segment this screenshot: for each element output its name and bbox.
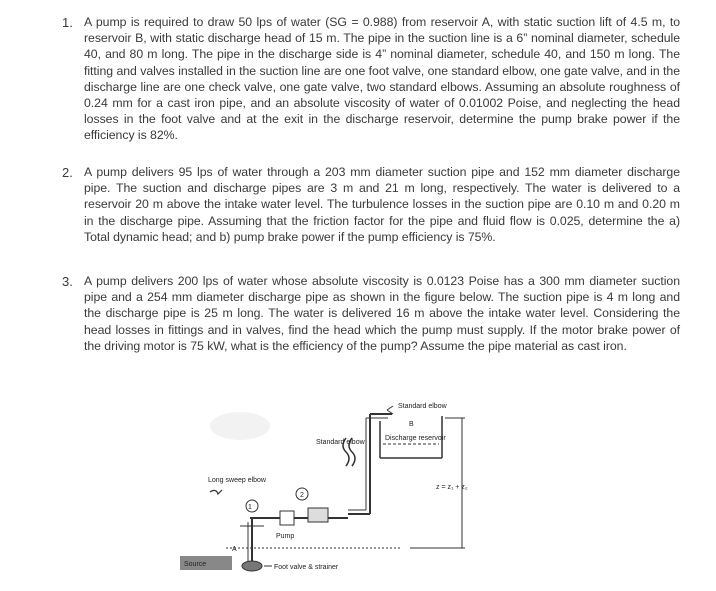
label-elevation: z = z₁ + z₂: [436, 484, 468, 491]
problem-number: 1.: [62, 15, 73, 30]
pump-system-figure: Standard elbow B Discharge reservoir Sta…: [180, 396, 520, 586]
arrow-icon: [209, 489, 223, 496]
label-source: Source: [184, 561, 206, 568]
problem-text: A pump delivers 200 lps of water whose a…: [84, 274, 680, 353]
pipe-break-icon: [348, 437, 356, 467]
label-foot-valve: Foot valve & strainer: [274, 564, 339, 571]
pipe-break-icon: [342, 437, 350, 467]
pump-body: [279, 510, 295, 526]
label-standard-elbow-top: Standard elbow: [398, 403, 448, 410]
label-point-b: B: [409, 421, 414, 428]
foot-valve: [241, 560, 263, 572]
label-standard-elbow-mid: Standard elbow: [316, 439, 366, 446]
motor: [307, 507, 329, 523]
problem-text: A pump is required to draw 50 lps of wat…: [84, 15, 680, 143]
label-point-2: 2: [300, 492, 304, 499]
label-discharge-reservoir: Discharge reservoir: [385, 435, 446, 442]
problem-text: A pump delivers 95 lps of water through …: [84, 165, 680, 244]
label-long-sweep-elbow: Long sweep elbow: [208, 477, 267, 484]
label-point-1: 1: [248, 504, 252, 511]
label-point-a: A: [232, 546, 237, 553]
problem-number: 3.: [62, 274, 73, 289]
label-pump: Pump: [276, 533, 294, 540]
problem-number: 2.: [62, 165, 73, 180]
smudge: [210, 412, 270, 440]
pump-assembly: [226, 487, 400, 572]
pump-system-diagram: Standard elbow B Discharge reservoir Sta…: [180, 403, 468, 572]
discharge-pipe: [348, 413, 392, 515]
source-water: [180, 556, 232, 570]
discharge-reservoir: [379, 416, 443, 459]
arrow-icon: [386, 405, 394, 415]
